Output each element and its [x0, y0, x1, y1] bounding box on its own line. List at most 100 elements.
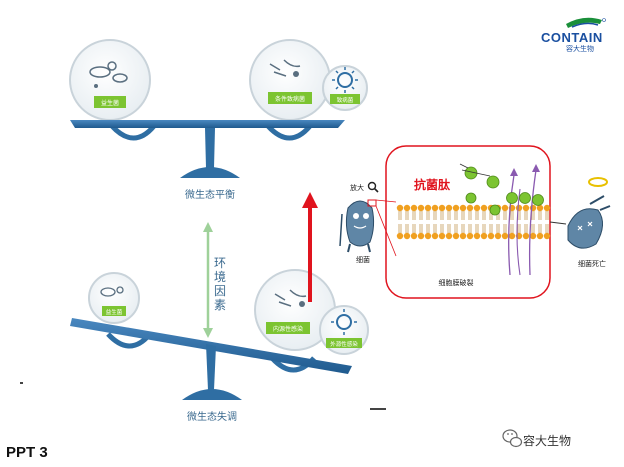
magnifier-icon — [367, 181, 379, 193]
lipid-tail — [461, 211, 465, 220]
lipid-head — [403, 232, 411, 240]
lipid-tail — [538, 211, 542, 220]
lipid-tail — [489, 224, 493, 233]
lipid-head — [445, 204, 453, 212]
lipid-head — [396, 232, 404, 240]
bottom-left-circle-label: 益生菌 — [106, 308, 123, 316]
lipid-tail — [531, 224, 535, 233]
top-left-circle-label: 益生菌 — [101, 99, 119, 107]
bottom-right-small-circle-label: 外源性感染 — [330, 340, 358, 348]
brand-name: CONTAIN — [541, 30, 603, 45]
lipid-tail — [405, 224, 409, 233]
lipid-tail — [524, 211, 528, 220]
lipid-head — [459, 232, 467, 240]
lipid-head — [417, 232, 425, 240]
bottom-right-circle-label: 内源性感染 — [273, 325, 303, 333]
lipid-tail — [440, 224, 444, 233]
lipid-head — [487, 232, 495, 240]
lipid-tail — [475, 224, 479, 233]
lipid-tail — [454, 224, 458, 233]
lipid-head — [424, 204, 432, 212]
lipid-tail — [468, 224, 472, 233]
lipid-head — [522, 232, 530, 240]
lipid-head — [396, 204, 404, 212]
dead-label: 细菌死亡 — [578, 259, 606, 268]
lipid-tail — [419, 211, 423, 220]
lipid-tail — [419, 224, 423, 233]
lipid-tail — [461, 224, 465, 233]
top-balance — [69, 39, 368, 178]
lipid-head — [417, 204, 425, 212]
lipid-head — [522, 204, 530, 212]
lipid-tail — [538, 224, 542, 233]
peptide-label: 抗菌肽 — [414, 177, 451, 192]
lipid-head — [438, 204, 446, 212]
lipid-tail — [524, 224, 528, 233]
environment-label: 环境因素 — [213, 256, 226, 312]
lipid-tail — [447, 224, 451, 233]
lipid-tail — [531, 211, 535, 220]
lipid-head — [452, 204, 460, 212]
lipid-head — [431, 232, 439, 240]
top-beam — [70, 120, 345, 128]
top-right-circle-label: 条件致病菌 — [275, 95, 305, 103]
lipid-tail — [412, 211, 416, 220]
lipid-head — [459, 204, 467, 212]
lipid-tail — [405, 211, 409, 220]
lipid-head — [473, 232, 481, 240]
lipid-head — [438, 232, 446, 240]
slide-label: PPT 3 — [6, 444, 48, 461]
lipid-head — [403, 204, 411, 212]
membrane-label: 细胞膜破裂 — [439, 278, 474, 287]
lipid-tail — [503, 224, 507, 233]
lipid-head — [473, 204, 481, 212]
lipid-tail — [454, 211, 458, 220]
lipid-head — [501, 204, 509, 212]
lipid-head — [480, 204, 488, 212]
lipid-head — [529, 232, 537, 240]
lipid-tail — [426, 224, 430, 233]
lipid-tail — [433, 224, 437, 233]
lipid-head — [536, 232, 544, 240]
lipid-tail — [517, 224, 521, 233]
lipid-head — [466, 204, 474, 212]
lipid-head — [452, 232, 460, 240]
lipid-tail — [482, 224, 486, 233]
brand-sub: 容大生物 — [566, 45, 594, 53]
bottom-balance — [70, 269, 386, 410]
bottom-balance-caption: 微生态失调 — [187, 410, 237, 423]
lipid-head — [529, 204, 537, 212]
lipid-tail — [545, 224, 549, 233]
lipid-tail — [398, 211, 402, 220]
lipid-tail — [510, 211, 514, 220]
lipid-tail — [412, 224, 416, 233]
lipid-head — [501, 232, 509, 240]
top-balance-caption: 微生态平衡 — [185, 188, 235, 201]
environment-arrow — [203, 222, 213, 338]
red-arrow — [302, 192, 318, 302]
lipid-tail — [426, 211, 430, 220]
brand-logo-icon — [566, 17, 606, 28]
bacteria-label: 细菌 — [356, 255, 370, 264]
lipid-head — [543, 232, 551, 240]
lipid-tail — [482, 211, 486, 220]
antimicrobial-inset — [385, 145, 551, 299]
lipid-head — [431, 204, 439, 212]
top-right-small-circle-label: 致病菌 — [337, 96, 354, 104]
lipid-head — [494, 232, 502, 240]
lipid-tail — [475, 211, 479, 220]
lipid-tail — [398, 224, 402, 233]
dead-bacteria-icon — [549, 177, 611, 249]
bacteria-cartoon-icon — [339, 199, 377, 253]
lipid-head — [515, 204, 523, 212]
watermark: 容大生物 — [523, 434, 572, 448]
lipid-tail — [496, 224, 500, 233]
lipid-tail — [545, 211, 549, 220]
bottom-right-small-circle — [319, 305, 369, 355]
magnifier-label: 放大 — [350, 183, 364, 192]
lipid-head — [445, 232, 453, 240]
lipid-head — [536, 204, 544, 212]
wechat-icon — [502, 429, 523, 448]
top-right-small-circle — [322, 65, 368, 111]
